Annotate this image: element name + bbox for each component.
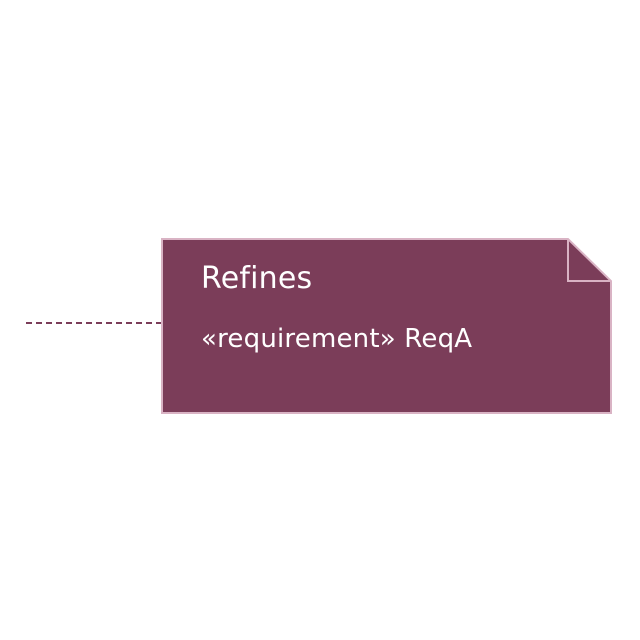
note-text-block: Refines «requirement» ReqA xyxy=(161,238,612,414)
note-shape-icon xyxy=(161,238,612,414)
dependency-dashed-connector[interactable] xyxy=(26,322,162,324)
note-fold-icon xyxy=(567,239,611,282)
note-body xyxy=(161,238,612,414)
requirement-note[interactable]: Refines «requirement» ReqA xyxy=(161,238,612,414)
note-stereotype-name: «requirement» ReqA xyxy=(201,323,473,354)
note-title: Refines xyxy=(201,261,313,296)
